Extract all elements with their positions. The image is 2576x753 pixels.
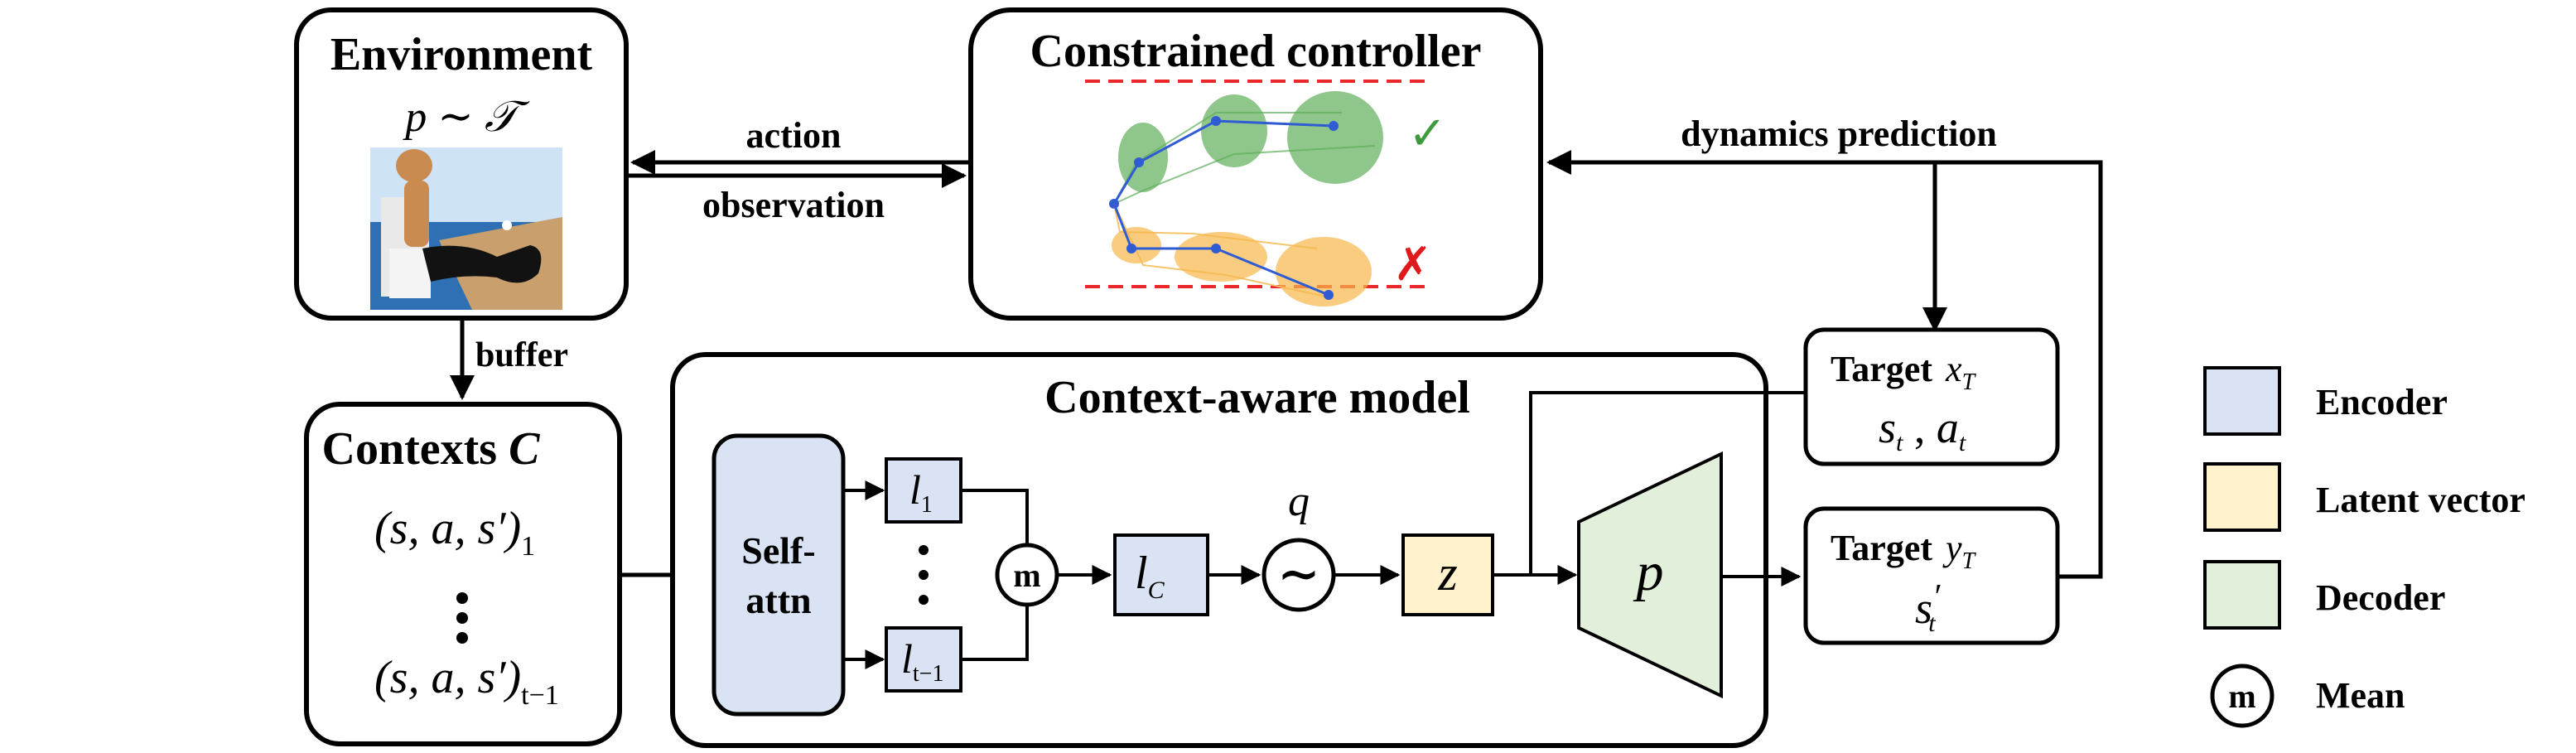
model-title: Context-aware model — [1044, 372, 1470, 423]
mean-node: m — [995, 543, 1059, 607]
svg-text:m: m — [2228, 678, 2255, 715]
ok-mark: ✓ — [1408, 107, 1447, 161]
latent-z-box: z — [1401, 533, 1494, 616]
controller-title: Constrained controller — [1030, 26, 1482, 77]
latent-lt-box: lt−1 — [885, 626, 962, 693]
svg-text:s′t: s′t — [1915, 578, 1941, 637]
latent-lc-box: lC — [1113, 533, 1209, 616]
svg-text:Mean: Mean — [2316, 675, 2405, 716]
l1-to-mean-line — [961, 489, 1029, 545]
target-x-to-decoder-line — [1529, 391, 1806, 575]
action-arrow: action — [630, 115, 971, 175]
svg-text:Latent vector: Latent vector — [2316, 480, 2525, 520]
q-label: q — [1288, 478, 1310, 525]
decoder-trapezoid: p — [1577, 451, 1723, 699]
legend-encoder: Encoder — [2203, 366, 2448, 436]
vertical-ellipsis — [456, 592, 468, 644]
observation-arrow: observation — [626, 163, 967, 225]
sampling-node: ∼ q — [1261, 478, 1336, 612]
svg-text:attn: attn — [745, 579, 811, 621]
self-attn-encoder: Self- attn — [712, 433, 846, 717]
svg-text:m: m — [1013, 557, 1040, 594]
svg-text:lt−1: lt−1 — [901, 635, 943, 687]
latent-l1-box: l1 — [885, 457, 962, 524]
safe-trajectory — [1109, 91, 1383, 209]
legend-decoder: Decoder — [2203, 560, 2445, 630]
svg-text:p: p — [1633, 542, 1664, 602]
svg-text:l1: l1 — [909, 466, 933, 518]
environment-formula: p ∼ 𝒯 — [402, 94, 530, 141]
vertical-ellipsis-latents — [919, 545, 929, 605]
svg-text:st , at: st , at — [1879, 403, 1966, 456]
legend-latent-vector: Latent vector — [2203, 462, 2525, 532]
svg-text:dynamics prediction: dynamics prediction — [1681, 113, 1997, 154]
context-tuple-first: (s, a, s′)1 — [374, 503, 535, 562]
environment-title: Environment — [330, 29, 593, 80]
lt-to-mean-line — [961, 605, 1029, 661]
unsafe-trajectory — [1112, 203, 1372, 307]
environment-box: Environment p ∼ 𝒯 — [294, 7, 629, 321]
svg-text:Self-: Self- — [741, 529, 815, 572]
svg-text:lC: lC — [1135, 548, 1165, 604]
svg-text:∼: ∼ — [1277, 547, 1320, 603]
buffer-arrow: buffer — [450, 318, 568, 400]
svg-text:buffer: buffer — [475, 336, 568, 374]
contexts-box: Contexts C (s, a, s′)1 (s, a, s′)t−1 — [304, 402, 622, 746]
legend: Encoder Latent vector Decoder m Mean — [2203, 366, 2525, 728]
context-tuple-last: (s, a, s′)t−1 — [374, 652, 559, 711]
environment-scene-image — [370, 147, 562, 310]
dynamics-prediction-arrow: dynamics prediction — [1546, 113, 2103, 579]
legend-mean: m Mean — [2210, 664, 2405, 728]
controller-box: Constrained controller ✓ — [968, 7, 1543, 321]
fail-mark: ✗ — [1393, 238, 1432, 292]
svg-text:z: z — [1437, 546, 1457, 601]
svg-text:observation: observation — [702, 185, 885, 225]
svg-text:Encoder: Encoder — [2316, 382, 2448, 422]
svg-text:action: action — [746, 115, 842, 156]
svg-text:Decoder: Decoder — [2316, 577, 2445, 618]
contexts-title: Contexts C — [322, 423, 541, 475]
